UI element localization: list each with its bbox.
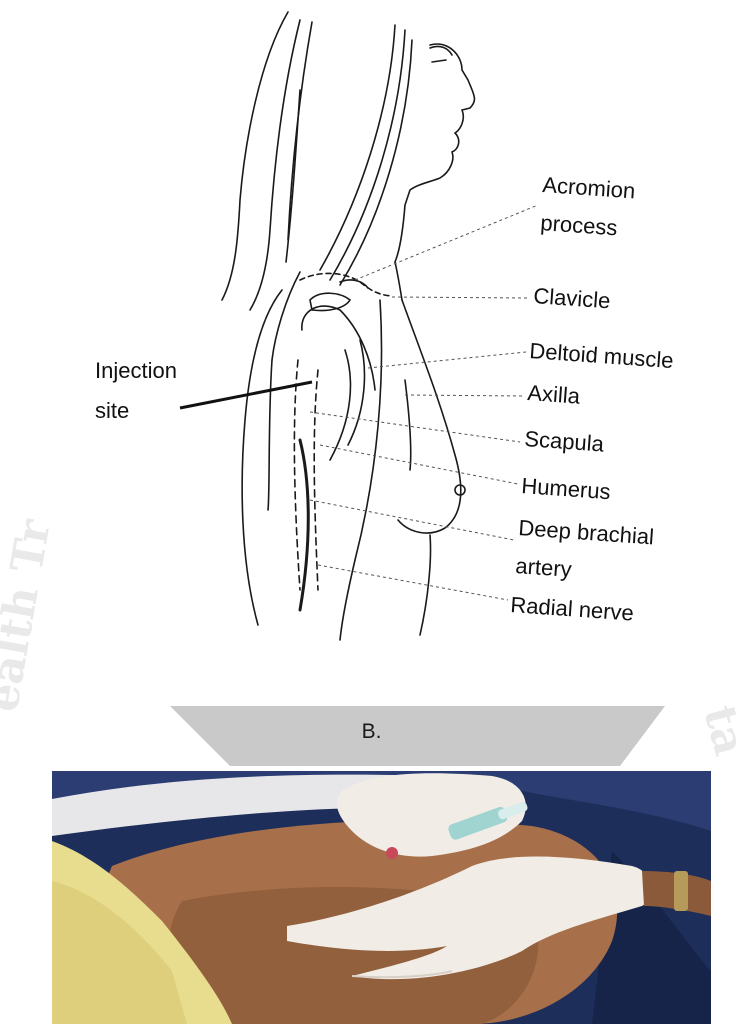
label-injection-line1: Injection (95, 358, 177, 383)
section-label: B. (0, 720, 743, 744)
label-acromion-line1: Acromion (542, 172, 636, 203)
deltoid-injection-diagram: Injection site Acromion process Clavicle… (0, 0, 743, 700)
label-deep-brachial-line1: Deep brachial (518, 515, 655, 549)
section-band: B. (0, 706, 743, 766)
label-acromion-line2: process (540, 210, 619, 240)
label-deltoid: Deltoid muscle (529, 338, 675, 373)
label-clavicle: Clavicle (533, 283, 612, 313)
label-axilla: Axilla (527, 380, 582, 409)
label-deep-brachial-line2: artery (515, 553, 573, 582)
figure-outline (222, 12, 474, 640)
label-scapula: Scapula (524, 426, 606, 457)
injection-photo (52, 771, 711, 1024)
label-radial-nerve: Radial nerve (510, 592, 635, 626)
label-humerus: Humerus (521, 473, 612, 504)
label-injection-line2: site (95, 398, 129, 423)
leader-lines (310, 205, 538, 600)
